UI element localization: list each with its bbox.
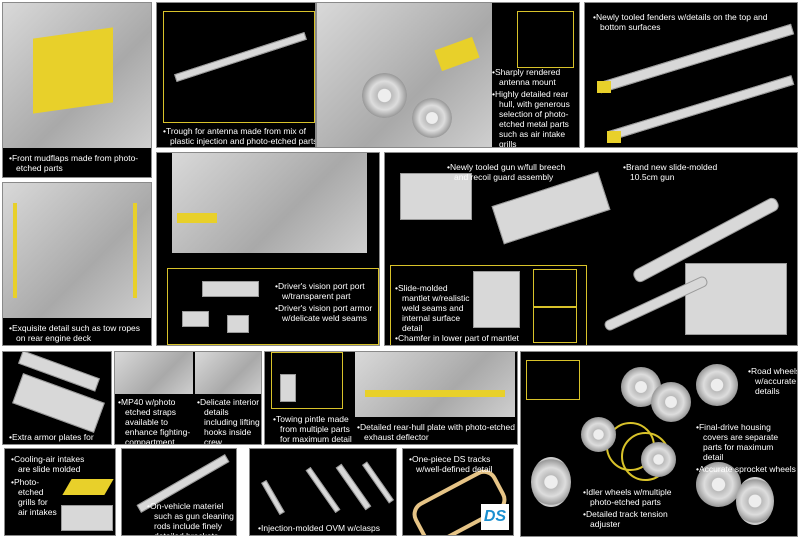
mantlet-zoom-box xyxy=(533,269,577,307)
panel-fenders: Newly tooled fenders w/details on the to… xyxy=(584,2,798,148)
gun-assembly-part xyxy=(685,263,787,335)
panel-tracks: One-piece DS tracks w/well-defined detai… xyxy=(402,448,514,536)
caption-chamfer: Chamfer in lower part of mantlet xyxy=(395,333,535,343)
caption-sprocket: Accurate sprocket wheels xyxy=(696,464,796,474)
caption-mantlet: Slide-molded mantlet w/realistic weld se… xyxy=(395,283,475,333)
caption-glacis: Extra armor plates for glacis xyxy=(9,432,111,444)
caption-antenna: Sharply rendered antenna mount xyxy=(492,67,579,87)
antenna-detail-box xyxy=(517,11,574,68)
panel-rear-plate: Towing pintle made from multiple parts f… xyxy=(264,351,518,445)
road-wheel-image xyxy=(362,73,407,118)
tow-rope-highlight xyxy=(133,203,137,298)
panel-glacis: Extra armor plates for glacis xyxy=(2,351,112,445)
engine-deck-photo xyxy=(3,183,151,318)
road-wheel-image xyxy=(696,364,738,406)
caption-idler: Idler wheels w/multiple photo-etched par… xyxy=(583,487,673,507)
ovm-tool-part xyxy=(362,461,394,504)
interior-photo xyxy=(195,352,261,394)
vision-port-part xyxy=(227,315,249,333)
sprocket-wheel-image xyxy=(651,382,691,422)
caption-ovm: Injection-molded OVM w/clasps xyxy=(258,523,396,533)
caption-pintle: Towing pintle made from multiple parts f… xyxy=(273,414,353,444)
vision-port-detail-box xyxy=(167,268,379,345)
caption-mp40: MP40 w/photo etched straps available to … xyxy=(118,397,196,444)
hull-front-photo xyxy=(172,153,367,253)
chamfer-zoom-box xyxy=(533,307,577,343)
caption-trough: Trough for antenna made from mix of plas… xyxy=(163,126,315,146)
panel-materiel: On-vehicle materiel such as gun cleaning… xyxy=(121,448,237,536)
panel-vision-port: Driver's vision port port w/transparent … xyxy=(156,152,380,346)
grill-highlight xyxy=(62,479,114,495)
fender-highlight xyxy=(597,81,611,93)
air-intake-part xyxy=(61,505,113,531)
trough-detail-box xyxy=(163,11,315,123)
caption-fenders: Newly tooled fenders w/details on the to… xyxy=(593,12,793,32)
caption-engine-deck: Exquisite detail such as tow ropes on re… xyxy=(9,323,149,343)
mantlet-part xyxy=(473,271,520,328)
pintle-part xyxy=(280,374,296,402)
panel-mudflaps: Front mudflaps made from photo-etched pa… xyxy=(2,2,152,178)
exhaust-deflector-highlight xyxy=(365,390,505,397)
caption-vision-port: Driver's vision port port w/transparent … xyxy=(275,281,375,301)
caption-grills: Photo-etched grills for air intakes xyxy=(11,477,57,517)
caption-rear-hull: Highly detailed rear hull, with generous… xyxy=(492,89,579,147)
road-wheel-image xyxy=(736,477,774,525)
caption-materiel: On-vehicle materiel such as gun cleaning… xyxy=(147,501,236,535)
caption-vision-armor: Driver's vision port armor w/delicate we… xyxy=(275,303,375,323)
tow-rope-highlight xyxy=(13,203,17,298)
road-wheel-image xyxy=(412,98,452,138)
caption-mudflaps: Front mudflaps made from photo-etched pa… xyxy=(9,153,149,173)
panel-trough: Trough for antenna made from mix of plas… xyxy=(156,2,316,148)
panel-gun: Newly tooled gun w/full breech and recoi… xyxy=(384,152,798,346)
caption-interior: Delicate interior details including lift… xyxy=(197,397,261,444)
caption-gun-barrel: Brand new slide-molded 10.5cm gun xyxy=(623,162,743,182)
ovm-tool-part xyxy=(305,466,341,514)
fender-highlight xyxy=(607,131,621,143)
ovm-tool-part xyxy=(261,479,285,516)
fender-part xyxy=(607,75,795,141)
vision-port-highlight xyxy=(177,213,217,223)
panel-cooling: Cooling-air intakes are slide molded Pho… xyxy=(4,448,116,536)
mp40-photo xyxy=(115,352,193,394)
vision-port-part xyxy=(202,281,259,297)
rear-plate-photo xyxy=(355,352,515,417)
panel-ovm: Injection-molded OVM w/clasps xyxy=(249,448,397,536)
caption-tracks: One-piece DS tracks w/well-defined detai… xyxy=(409,454,509,474)
caption-tension: Detailed track tension adjuster xyxy=(583,509,673,529)
idler-wheel-image xyxy=(531,457,571,507)
caption-gun-breech: Newly tooled gun w/full breech and recoi… xyxy=(447,162,567,182)
vision-port-part xyxy=(182,311,209,327)
caption-road-wheels: Road wheels w/accurate details xyxy=(748,366,797,396)
caption-cooling: Cooling-air intakes are slide molded xyxy=(11,454,91,474)
panel-rear-hull: Sharply rendered antenna mount Highly de… xyxy=(316,2,580,148)
idler-wheel-image xyxy=(581,417,616,452)
mudflap-highlight xyxy=(33,27,113,114)
rear-hull-photo xyxy=(317,3,492,147)
idler-wheel-image xyxy=(641,442,676,477)
mantlet-detail-box xyxy=(390,265,587,345)
pintle-detail-box xyxy=(271,352,343,409)
panel-wheels: Road wheels w/accurate details Final-dri… xyxy=(520,351,798,537)
caption-final-drive: Final-drive housing covers are separate … xyxy=(696,422,796,462)
panel-engine-deck: Exquisite detail such as tow ropes on re… xyxy=(2,182,152,346)
caption-rear-plate: Detailed rear-hull plate with photo-etch… xyxy=(357,422,517,442)
pe-ring-detail-box xyxy=(526,360,580,400)
ds-logo: DS xyxy=(481,504,509,530)
panel-interior: MP40 w/photo etched straps available to … xyxy=(114,351,262,445)
